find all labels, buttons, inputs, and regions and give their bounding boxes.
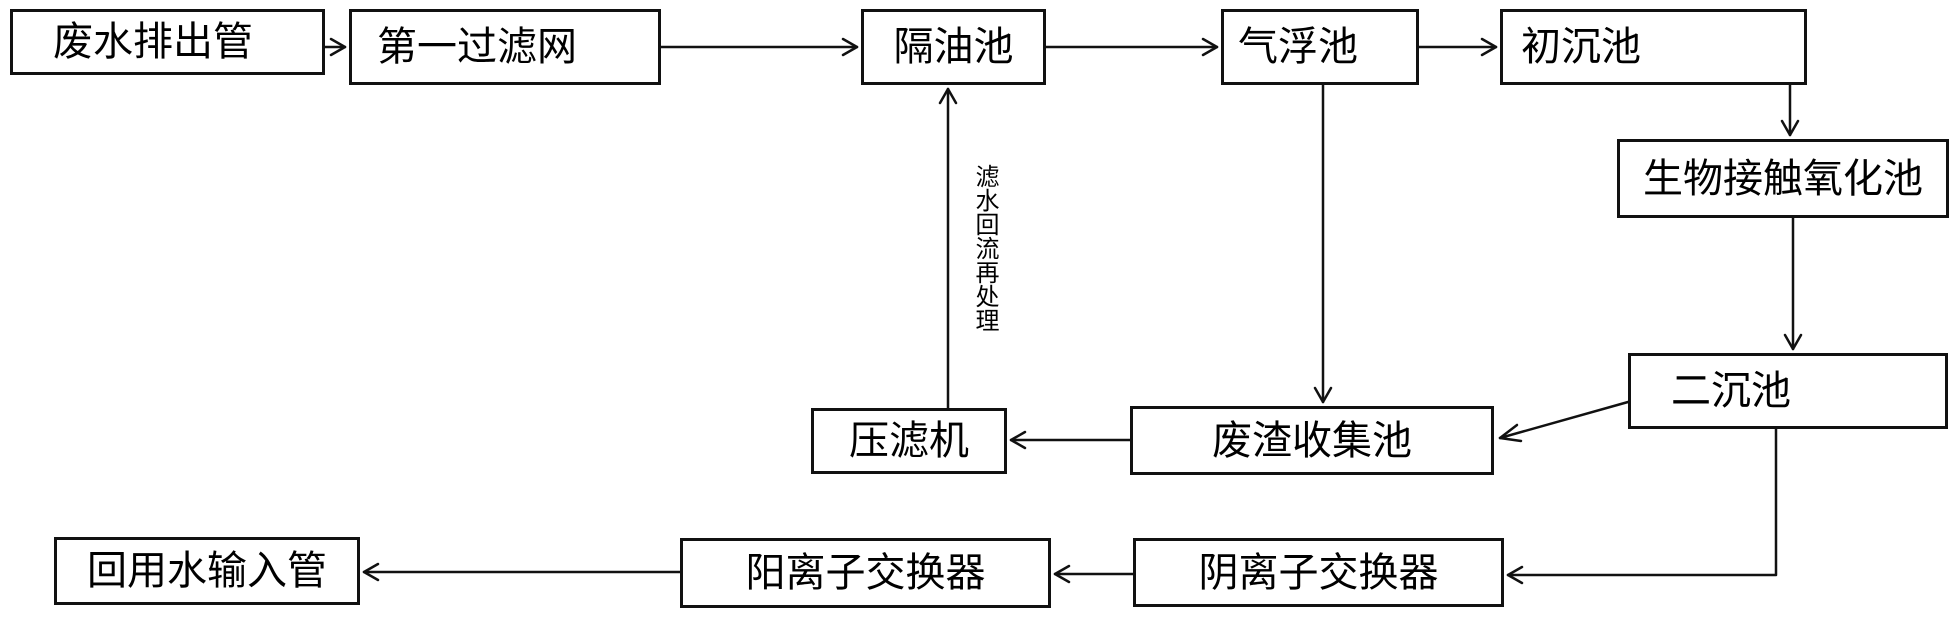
cation-exchanger-node: 阳离子交换器 bbox=[680, 538, 1051, 608]
filtrate-return-label: 滤水回流再处理 bbox=[971, 164, 999, 332]
first-filter-label: 第一过滤网 bbox=[377, 24, 577, 70]
anion-exchanger-label: 阴离子交换器 bbox=[1198, 549, 1439, 596]
arrow-pipe-to-filter bbox=[323, 37, 347, 57]
arrow-anion-to-cation bbox=[1053, 564, 1135, 584]
wastewater-discharge-pipe-node: 废水排出管 bbox=[10, 9, 325, 75]
secondary-settling-label: 二沉池 bbox=[1671, 368, 1791, 414]
arrow-bio-contact-to-secondary bbox=[1783, 216, 1803, 351]
wastewater-discharge-pipe-label: 废水排出管 bbox=[53, 19, 253, 65]
cation-exchanger-label: 阳离子交换器 bbox=[745, 550, 986, 596]
oil-separator-label: 隔油池 bbox=[893, 24, 1014, 70]
arrow-secondary-to-anion bbox=[1506, 427, 1778, 585]
slag-collection-node: 废渣收集池 bbox=[1130, 406, 1494, 475]
arrow-slag-to-filter-press bbox=[1009, 430, 1132, 450]
filter-press-node: 压滤机 bbox=[811, 408, 1007, 474]
bio-contact-oxidation-node: 生物接触氧化池 bbox=[1617, 139, 1949, 218]
arrow-filter-to-oil-separator bbox=[659, 37, 859, 57]
slag-collection-label: 废渣收集池 bbox=[1212, 417, 1412, 464]
arrow-oil-separator-to-flotation bbox=[1044, 37, 1219, 57]
anion-exchanger-node: 阴离子交换器 bbox=[1133, 538, 1504, 607]
arrow-flotation-to-primary-settling bbox=[1417, 37, 1498, 57]
first-filter-node: 第一过滤网 bbox=[349, 9, 661, 85]
arrow-flotation-to-slag bbox=[1313, 83, 1333, 404]
arrow-filter-press-to-oil-separator bbox=[938, 87, 958, 410]
primary-settling-node: 初沉池 bbox=[1500, 9, 1807, 85]
primary-settling-label: 初沉池 bbox=[1521, 24, 1641, 70]
filter-press-label: 压滤机 bbox=[849, 418, 969, 464]
arrow-cation-to-recycle-pipe bbox=[362, 562, 682, 582]
secondary-settling-node: 二沉池 bbox=[1628, 353, 1948, 429]
recycled-water-pipe-node: 回用水输入管 bbox=[54, 537, 360, 605]
oil-separator-node: 隔油池 bbox=[861, 9, 1046, 85]
recycled-water-pipe-label: 回用水输入管 bbox=[87, 548, 327, 594]
arrow-secondary-to-slag bbox=[1498, 400, 1630, 443]
flotation-tank-node: 气浮池 bbox=[1221, 9, 1419, 85]
flotation-tank-label: 气浮池 bbox=[1238, 24, 1358, 70]
arrow-primary-to-bio-contact bbox=[1780, 83, 1800, 137]
bio-contact-oxidation-label: 生物接触氧化池 bbox=[1643, 155, 1923, 202]
